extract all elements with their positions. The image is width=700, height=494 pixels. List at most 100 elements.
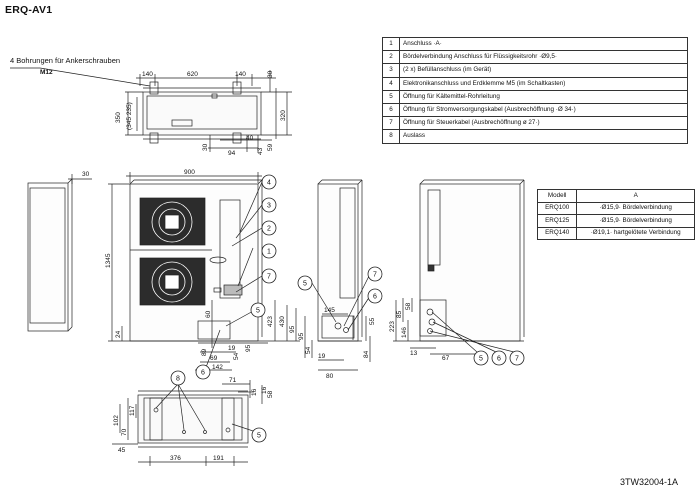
dim-label: 85	[396, 310, 403, 318]
dim-label: 145	[324, 307, 335, 314]
dim-label: 40	[246, 135, 254, 142]
dim-label: 1345	[105, 253, 112, 268]
dim-label: 146	[401, 327, 408, 338]
page-title: ERQ-AV1	[5, 4, 53, 16]
right-view	[304, 179, 371, 371]
model-name: ERQ125	[536, 214, 578, 228]
legend-text: Öffnung für Kältemittel-Rohrleitung	[399, 89, 688, 104]
dim-label: 80	[326, 373, 334, 380]
dim-label: 58	[405, 302, 412, 310]
legend-number: 2	[382, 50, 400, 65]
legend-number: 5	[382, 89, 400, 104]
anchor-bolt-label: 4 Bohrungen für Ankerschrauben	[10, 56, 121, 65]
dim-label: 94	[228, 150, 236, 157]
bolt-size-label: M12	[40, 69, 53, 76]
dim-label: 54	[305, 346, 312, 354]
legend-number: 7	[382, 116, 400, 131]
dim-label: 84	[363, 350, 370, 358]
model-row: ERQ140·Ø19,1· hartgelötete Verbindung	[536, 226, 695, 241]
callout-number: 7	[267, 274, 271, 281]
callout-number: 6	[373, 294, 377, 301]
dim-label: 69	[210, 355, 218, 362]
top-view	[10, 67, 292, 152]
dim-label: 67	[442, 355, 450, 362]
bottom-view	[112, 380, 263, 466]
legend-text: Öffnung für Stromversorgungskabel (Ausbr…	[399, 102, 688, 118]
dim-label: 320	[280, 110, 287, 121]
dim-label: 58	[267, 390, 274, 398]
dim-label: (345 235)	[126, 102, 133, 130]
dim-label: 70	[121, 428, 128, 436]
legend-number: 6	[382, 102, 400, 118]
dim-label: 191	[213, 455, 224, 462]
dim-label: 16	[251, 388, 258, 396]
connection-header: A	[576, 189, 695, 203]
legend-number: 8	[382, 129, 400, 144]
dim-label: 117	[129, 405, 136, 416]
dim-label: 16	[261, 386, 268, 394]
drawing-number: 3TW32004-1A	[620, 477, 679, 487]
dim-label: 30	[202, 143, 209, 151]
dim-label: 19	[228, 345, 236, 352]
connection-type: ·Ø15,9· Bördelverbindung	[576, 214, 695, 228]
dim-label: 376	[170, 455, 181, 462]
dim-label: 620	[187, 71, 198, 78]
dim-label: 900	[184, 169, 195, 176]
dim-label: 59	[267, 143, 274, 151]
dim-label: 223	[389, 321, 396, 332]
dim-label: 140	[142, 71, 153, 78]
callout-number: 5	[256, 308, 260, 315]
connection-type: ·Ø15,9· Bördelverbindung	[576, 201, 695, 216]
callout-number: 7	[515, 356, 519, 363]
callout-number: 3	[267, 203, 271, 210]
dim-label: 60	[205, 310, 212, 318]
dim-label: 95	[289, 325, 296, 333]
callouts	[170, 174, 525, 443]
dim-label: 30	[267, 70, 274, 78]
callout-number: 5	[479, 356, 483, 363]
dim-label: 423	[267, 316, 274, 327]
callout-number: 5	[257, 433, 261, 440]
side-view	[27, 174, 92, 332]
model-name: ERQ100	[536, 201, 578, 216]
callout-number: 1	[267, 249, 271, 256]
front-view	[108, 172, 300, 371]
legend-text: Bördelverbindung Anschluss für Flüssigke…	[399, 50, 688, 65]
legend-row: 3(2 x) Befüllanschluss (im Gerät)	[382, 63, 688, 78]
callout-number: 8	[176, 376, 180, 383]
callout-number: 7	[373, 272, 377, 279]
dim-label: 13	[410, 350, 418, 357]
legend-number: 3	[382, 63, 400, 78]
dim-label: 430	[279, 316, 286, 327]
connection-type: ·Ø19,1· hartgelötete Verbindung	[576, 226, 695, 241]
dim-label: 95	[245, 344, 252, 352]
model-name: ERQ140	[536, 226, 578, 241]
dim-label: 350	[115, 112, 122, 123]
dim-label: 45	[118, 447, 126, 454]
callout-number: 5	[303, 281, 307, 288]
dim-label: 55	[369, 317, 376, 325]
callout-number: 6	[497, 356, 501, 363]
dim-label: 43	[257, 147, 264, 155]
rear-view	[393, 179, 525, 355]
dimension-labels: 140 620 140 30 350 (345 235) 320 30 40 5…	[82, 70, 450, 462]
dim-label: 71	[229, 377, 237, 384]
model-row: ERQ100·Ø15,9· Bördelverbindung	[536, 201, 695, 216]
legend-text: Auslass	[399, 129, 688, 144]
dim-label: 102	[113, 415, 120, 426]
dim-label: 140	[235, 71, 246, 78]
dim-label: 30	[82, 171, 90, 178]
legend-number: 4	[382, 76, 400, 91]
legend-text: Öffnung für Steuerkabel (Ausbrechöffnung…	[399, 116, 688, 131]
legend-number: 1	[382, 36, 400, 52]
legend-text: Elektronikanschluss und Erdklemme M5 (im…	[399, 76, 688, 91]
callout-number: 4	[267, 180, 271, 187]
